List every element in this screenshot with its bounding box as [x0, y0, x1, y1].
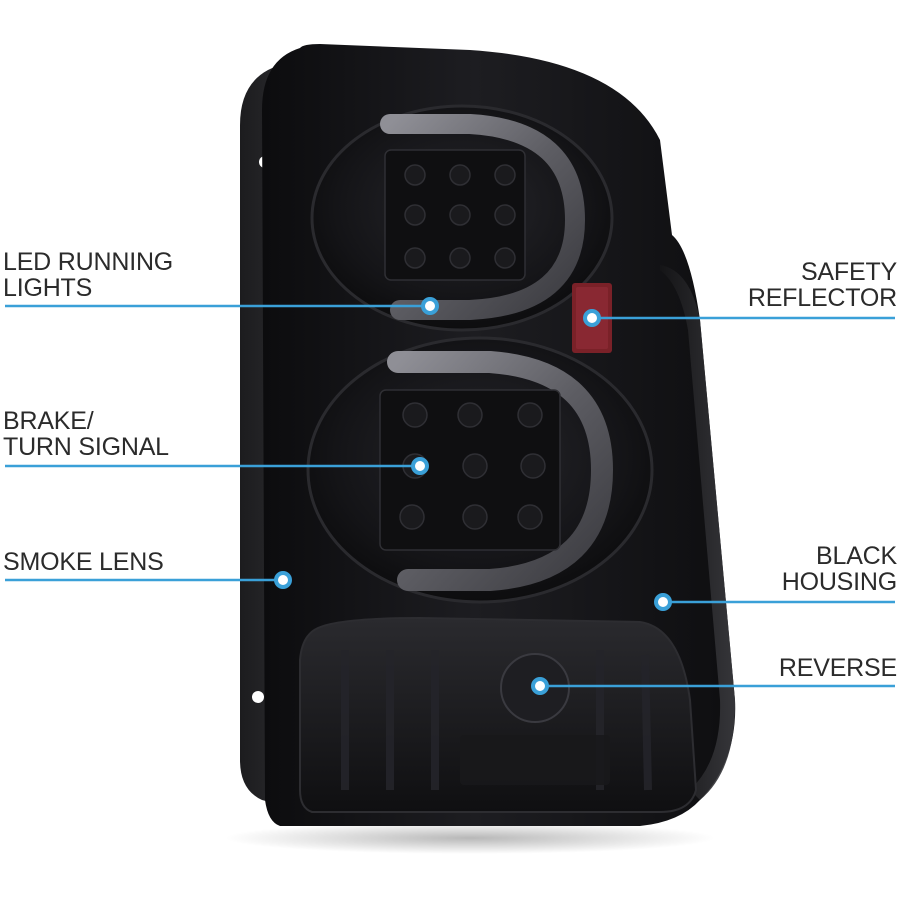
label-led-running-lights: LED RUNNING LIGHTS [3, 249, 173, 301]
label-led-running-lights-line1: LED RUNNING [3, 248, 174, 276]
upper-c-light-tube [380, 114, 586, 320]
label-smoke-lens-line1: SMOKE LENS [3, 548, 164, 576]
lower-led-grid [379, 389, 561, 551]
callout-lines [5, 304, 895, 688]
label-brake-turn-signal: BRAKE/ TURN SIGNAL [3, 408, 169, 460]
callout-dot-reverse [531, 677, 549, 695]
label-safety-reflector-line1: SAFETY [800, 258, 897, 286]
callout-dot-black-housing [654, 593, 672, 611]
label-safety-reflector: SAFETY REFLECTOR [748, 259, 897, 311]
callout-dot-led-running [421, 297, 439, 315]
callout-dots [274, 297, 672, 695]
outer-lens-edge [660, 265, 736, 800]
label-brake-turn-signal-line1: BRAKE/ [3, 407, 94, 435]
callout-dot-brake-turn [411, 457, 429, 475]
label-reverse-line1: REVERSE [778, 654, 897, 682]
callout-dot-smoke-lens [274, 571, 292, 589]
label-led-running-lights-line2: LIGHTS [3, 274, 93, 302]
upper-led-grid [384, 149, 526, 281]
mounting-hole-bottom [252, 691, 264, 703]
label-smoke-lens: SMOKE LENS [3, 549, 164, 575]
label-brake-turn-signal-line2: TURN SIGNAL [3, 433, 169, 461]
label-black-housing: BLACK HOUSING [782, 543, 897, 595]
label-black-housing-line1: BLACK [816, 542, 897, 570]
lower-c-light-tube [387, 351, 614, 591]
label-black-housing-line2: HOUSING [781, 568, 897, 596]
floor-shadow [225, 822, 715, 854]
label-safety-reflector-line2: REFLECTOR [747, 284, 897, 312]
callout-dot-safety-reflector [583, 309, 601, 327]
label-reverse: REVERSE [779, 655, 897, 681]
